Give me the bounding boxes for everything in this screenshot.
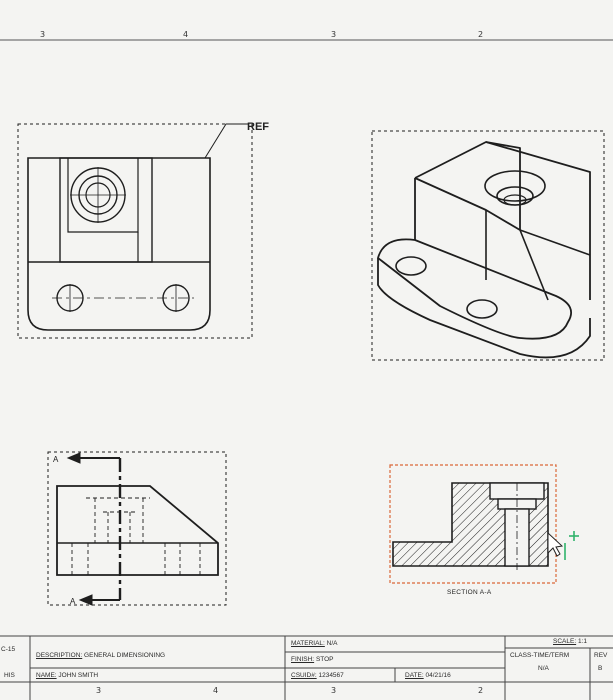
front-view-outline — [27, 157, 211, 331]
isometric-view-selection-box[interactable] — [371, 130, 605, 361]
title-block-left-edge-top: C-15 — [1, 646, 16, 653]
front-view-counterbore — [67, 158, 139, 233]
zone-number-bottom-2: 4 — [213, 686, 219, 695]
material-field[interactable]: MATERIAL: N/A — [291, 640, 338, 647]
material-value: N/A — [326, 640, 338, 647]
front-view-boss — [59, 157, 153, 263]
date-label: DATE: — [405, 672, 424, 679]
section-view[interactable] — [389, 464, 557, 584]
csu-id-field[interactable]: CSUID#: 1234567 — [291, 672, 344, 679]
class-value[interactable]: N/A — [538, 665, 549, 672]
name-field[interactable]: NAME: JOHN SMITH — [36, 672, 98, 679]
scale-value: 1:1 — [577, 638, 587, 645]
zone-number-bottom-3: 3 — [331, 686, 337, 695]
material-label: MATERIAL: — [291, 640, 325, 647]
front-view[interactable] — [17, 123, 253, 339]
cutting-plane-view[interactable] — [47, 451, 227, 606]
rev-value[interactable]: B — [598, 665, 603, 672]
section-view-label: SECTION A-A — [447, 589, 492, 596]
name-label: NAME: — [36, 672, 57, 679]
mouse-pointer-icon — [547, 531, 564, 557]
description-field[interactable]: DESCRIPTION: GENERAL DIMENSIONING — [36, 652, 165, 659]
description-value: GENERAL DIMENSIONING — [84, 652, 166, 659]
class-label: CLASS-TIME/TERM — [510, 652, 570, 659]
csu-id-label: CSUID#: — [291, 672, 317, 679]
name-value: JOHN SMITH — [58, 672, 99, 679]
cutting-plane-letter-top: A — [53, 455, 59, 464]
zone-number-top-1: 3 — [40, 30, 46, 39]
cutting-plane-view-selection-box[interactable] — [47, 451, 227, 606]
move-cursor-icon — [564, 531, 579, 560]
scale-field[interactable]: SCALE: 1:1 — [553, 638, 587, 645]
isometric-view[interactable] — [371, 130, 605, 361]
rev-label: REV — [594, 652, 608, 659]
zone-number-bottom-1: 3 — [96, 686, 102, 695]
zone-number-top-4: 2 — [478, 30, 484, 39]
ref-label: REF — [247, 121, 269, 133]
zone-number-top-3: 3 — [331, 30, 337, 39]
date-field[interactable]: DATE: 04/21/16 — [405, 672, 451, 679]
cutting-plane-letter-bottom: A — [70, 597, 76, 606]
description-label: DESCRIPTION: — [36, 652, 83, 659]
zone-number-top-2: 4 — [183, 30, 189, 39]
date-value: 04/21/16 — [425, 672, 451, 679]
finish-value: STOP — [315, 656, 334, 663]
csu-id-value: 1234567 — [318, 672, 344, 679]
section-view-selected-box[interactable] — [389, 464, 557, 584]
front-view-selection-box[interactable] — [17, 123, 253, 339]
finish-label: FINISH: — [291, 656, 315, 663]
scale-label: SCALE: — [553, 638, 577, 645]
finish-field[interactable]: FINISH: STOP — [291, 656, 334, 663]
title-block — [0, 635, 613, 700]
zone-number-bottom-4: 2 — [478, 686, 484, 695]
title-block-left-edge-bottom: HIS — [4, 672, 15, 679]
